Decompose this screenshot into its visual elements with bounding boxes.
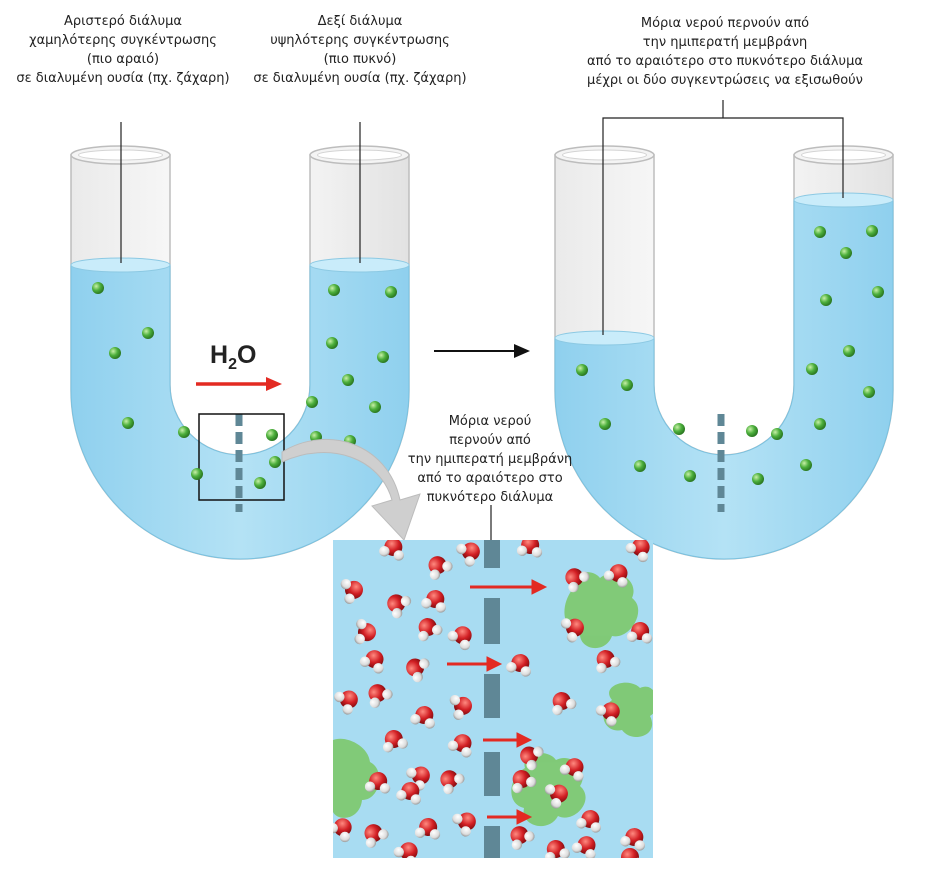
right-solution-label: Δεξί διάλυμα υψηλότερης συγκέντρωσης (πι… bbox=[253, 14, 467, 86]
water-molecule bbox=[447, 734, 472, 758]
equalization-label: Μόρια νερού περνούν από την ημιπερατή με… bbox=[587, 16, 863, 88]
water-molecule bbox=[379, 540, 405, 561]
water-molecule bbox=[333, 818, 352, 843]
water-molecule bbox=[544, 784, 568, 809]
red-arrow-icon bbox=[447, 579, 548, 825]
water-molecule bbox=[359, 650, 384, 674]
u-tube-left bbox=[70, 122, 410, 560]
h2o-label: H2O bbox=[210, 340, 256, 374]
zoom-panel bbox=[333, 540, 653, 858]
water-molecule bbox=[626, 622, 653, 644]
h2o-flow-arrow bbox=[196, 377, 282, 391]
water-molecule bbox=[364, 772, 391, 794]
water-molecule bbox=[520, 746, 544, 771]
water-molecule bbox=[396, 782, 422, 805]
h2o-o: O bbox=[236, 341, 257, 369]
water-molecule bbox=[364, 824, 389, 848]
water-molecule bbox=[447, 626, 472, 651]
water-molecule bbox=[603, 564, 628, 588]
water-molecule bbox=[456, 542, 480, 567]
water-molecule bbox=[506, 654, 532, 677]
water-molecule bbox=[428, 556, 453, 580]
h2o-h: H bbox=[210, 341, 229, 369]
water-molecule bbox=[354, 618, 376, 645]
water-molecule bbox=[596, 650, 621, 674]
right-arrow-icon bbox=[434, 344, 530, 358]
water-molecule bbox=[340, 578, 363, 604]
water-molecule bbox=[406, 766, 430, 791]
h2o-subscript: 2 bbox=[228, 356, 237, 373]
water-molecule bbox=[621, 848, 640, 858]
water-molecule bbox=[565, 568, 590, 593]
solute-particles-left bbox=[92, 282, 397, 489]
curved-arrow-icon bbox=[281, 438, 421, 541]
water-molecule bbox=[440, 770, 465, 795]
water-molecule bbox=[421, 590, 447, 613]
water-molecule bbox=[620, 828, 646, 851]
water-molecule bbox=[552, 692, 577, 716]
water-molecule bbox=[449, 694, 472, 720]
water-molecule bbox=[368, 684, 393, 708]
water-molecule bbox=[406, 658, 430, 683]
water-molecule bbox=[512, 770, 537, 794]
water-molecule bbox=[382, 730, 408, 753]
water-molecule bbox=[576, 810, 602, 833]
water-molecule bbox=[418, 618, 443, 642]
water-molecule bbox=[510, 826, 535, 850]
water-molecule bbox=[452, 812, 476, 837]
membrane-passage-label: Μόρια νερού περνούν από την ημιπερατή με… bbox=[407, 414, 573, 505]
water-molecule bbox=[387, 594, 412, 619]
water-molecule bbox=[334, 690, 358, 715]
water-molecule bbox=[414, 818, 441, 840]
u-tube-right bbox=[554, 100, 894, 560]
water-molecule bbox=[571, 836, 596, 858]
water-molecule bbox=[595, 702, 620, 727]
water-molecule bbox=[625, 540, 650, 563]
water-molecule bbox=[516, 540, 543, 558]
water-molecule bbox=[560, 618, 584, 643]
water-molecule bbox=[393, 842, 418, 858]
water-molecule bbox=[544, 840, 570, 858]
left-solution-label: Αριστερό διάλυμα χαμηλότερης συγκέντρωση… bbox=[16, 14, 230, 86]
water-molecule bbox=[410, 706, 436, 729]
water-molecule bbox=[559, 758, 584, 782]
solute-particles-right bbox=[576, 225, 884, 485]
